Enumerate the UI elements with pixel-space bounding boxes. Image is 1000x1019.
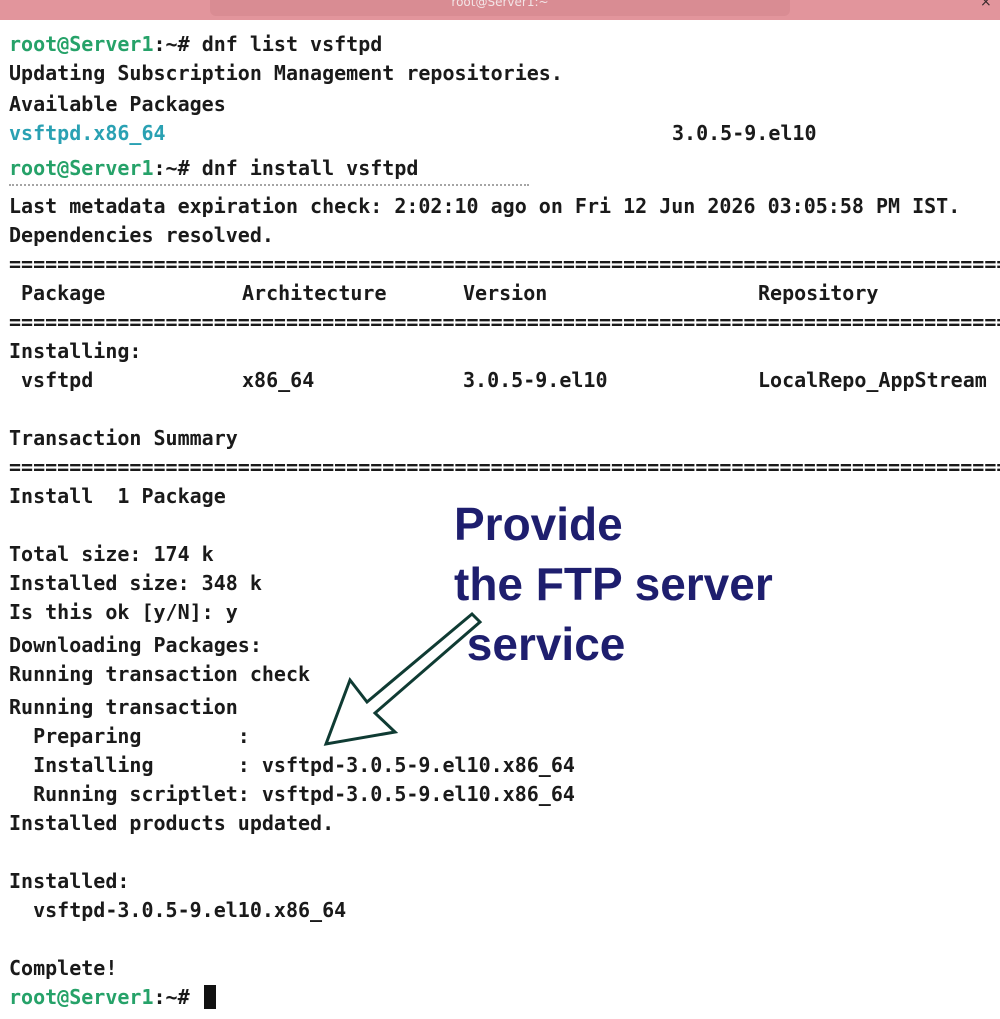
truncated-line bbox=[9, 184, 529, 192]
annotation-line-1: Provide bbox=[454, 498, 623, 550]
output-line: Installed products updated. bbox=[9, 811, 335, 835]
divider: ========================================… bbox=[9, 252, 1000, 276]
output-line: Is this ok [y/N]: y bbox=[9, 600, 238, 624]
prompt-symbol: # bbox=[177, 985, 202, 1009]
output-line: Running transaction check bbox=[9, 662, 311, 686]
output-line: Dependencies resolved. bbox=[9, 223, 274, 247]
prompt-symbol: # bbox=[177, 32, 202, 56]
divider: ========================================… bbox=[9, 455, 1000, 479]
terminal-tab[interactable]: root@Server1:~ × bbox=[210, 0, 992, 16]
prompt-path: :~ bbox=[153, 156, 178, 180]
output-line: Preparing : bbox=[9, 724, 250, 748]
output-line: vsftpd-3.0.5-9.el10.x86_64 bbox=[9, 898, 347, 922]
output-line: Complete! bbox=[9, 956, 118, 980]
table-cell-repo: LocalRepo_AppStream bbox=[758, 368, 987, 392]
package-version: 3.0.5-9.el10 bbox=[672, 121, 817, 145]
column-header-repository: Repository bbox=[758, 281, 879, 305]
prompt-user-host: root@Server1 bbox=[9, 156, 154, 180]
table-cell-arch: x86_64 bbox=[242, 368, 315, 392]
command-line-list: root@Server1:~# dnf list vsftpd bbox=[9, 31, 382, 57]
window-titlebar: root@Server1:~ × bbox=[0, 0, 1000, 20]
annotation-arrow-icon bbox=[323, 611, 483, 746]
output-line: Install 1 Package bbox=[9, 484, 226, 508]
column-header-version: Version bbox=[463, 281, 548, 305]
package-name: vsftpd.x86_64 bbox=[9, 121, 166, 145]
output-line: Running transaction bbox=[9, 695, 238, 719]
output-line: Updating Subscription Management reposit… bbox=[9, 61, 563, 85]
window-title: root@Server1:~ bbox=[451, 0, 549, 9]
annotation-line-3: service bbox=[454, 618, 626, 670]
section-label: Installing: bbox=[9, 339, 142, 363]
text-cursor bbox=[203, 985, 216, 1009]
table-cell-version: 3.0.5-9.el10 bbox=[463, 368, 608, 392]
output-line: Installing : vsftpd-3.0.5-9.el10.x86_64 bbox=[9, 753, 575, 777]
command-text: dnf install vsftpd bbox=[201, 156, 419, 180]
output-line: Last metadata expiration check: 2:02:10 … bbox=[9, 194, 961, 218]
table-cell-package: vsftpd bbox=[21, 368, 94, 392]
prompt-user-host: root@Server1 bbox=[9, 32, 154, 56]
output-line: Downloading Packages: bbox=[9, 633, 262, 657]
output-line: Installed size: 348 k bbox=[9, 571, 262, 595]
column-header-architecture: Architecture bbox=[242, 281, 387, 305]
prompt-path: :~ bbox=[153, 985, 178, 1009]
output-line: Total size: 174 k bbox=[9, 542, 214, 566]
terminal-output[interactable]: root@Server1:~# dnf list vsftpd Updating… bbox=[0, 20, 1000, 1019]
command-line-install: root@Server1:~# dnf install vsftpd bbox=[9, 155, 418, 181]
prompt-user-host: root@Server1 bbox=[9, 985, 154, 1009]
column-header-package: Package bbox=[21, 281, 106, 305]
section-label: Transaction Summary bbox=[9, 426, 238, 450]
section-label: Installed: bbox=[9, 869, 130, 893]
prompt-symbol: # bbox=[177, 156, 202, 180]
prompt-path: :~ bbox=[153, 32, 178, 56]
command-line-current[interactable]: root@Server1:~# bbox=[9, 984, 216, 1010]
command-text: dnf list vsftpd bbox=[201, 32, 383, 56]
output-line: Running scriptlet: vsftpd-3.0.5-9.el10.x… bbox=[9, 782, 575, 806]
annotation-line-2: the FTP server bbox=[454, 558, 773, 610]
divider: ========================================… bbox=[9, 310, 1000, 334]
output-line: Available Packages bbox=[9, 92, 226, 116]
close-icon[interactable]: × bbox=[980, 0, 992, 10]
